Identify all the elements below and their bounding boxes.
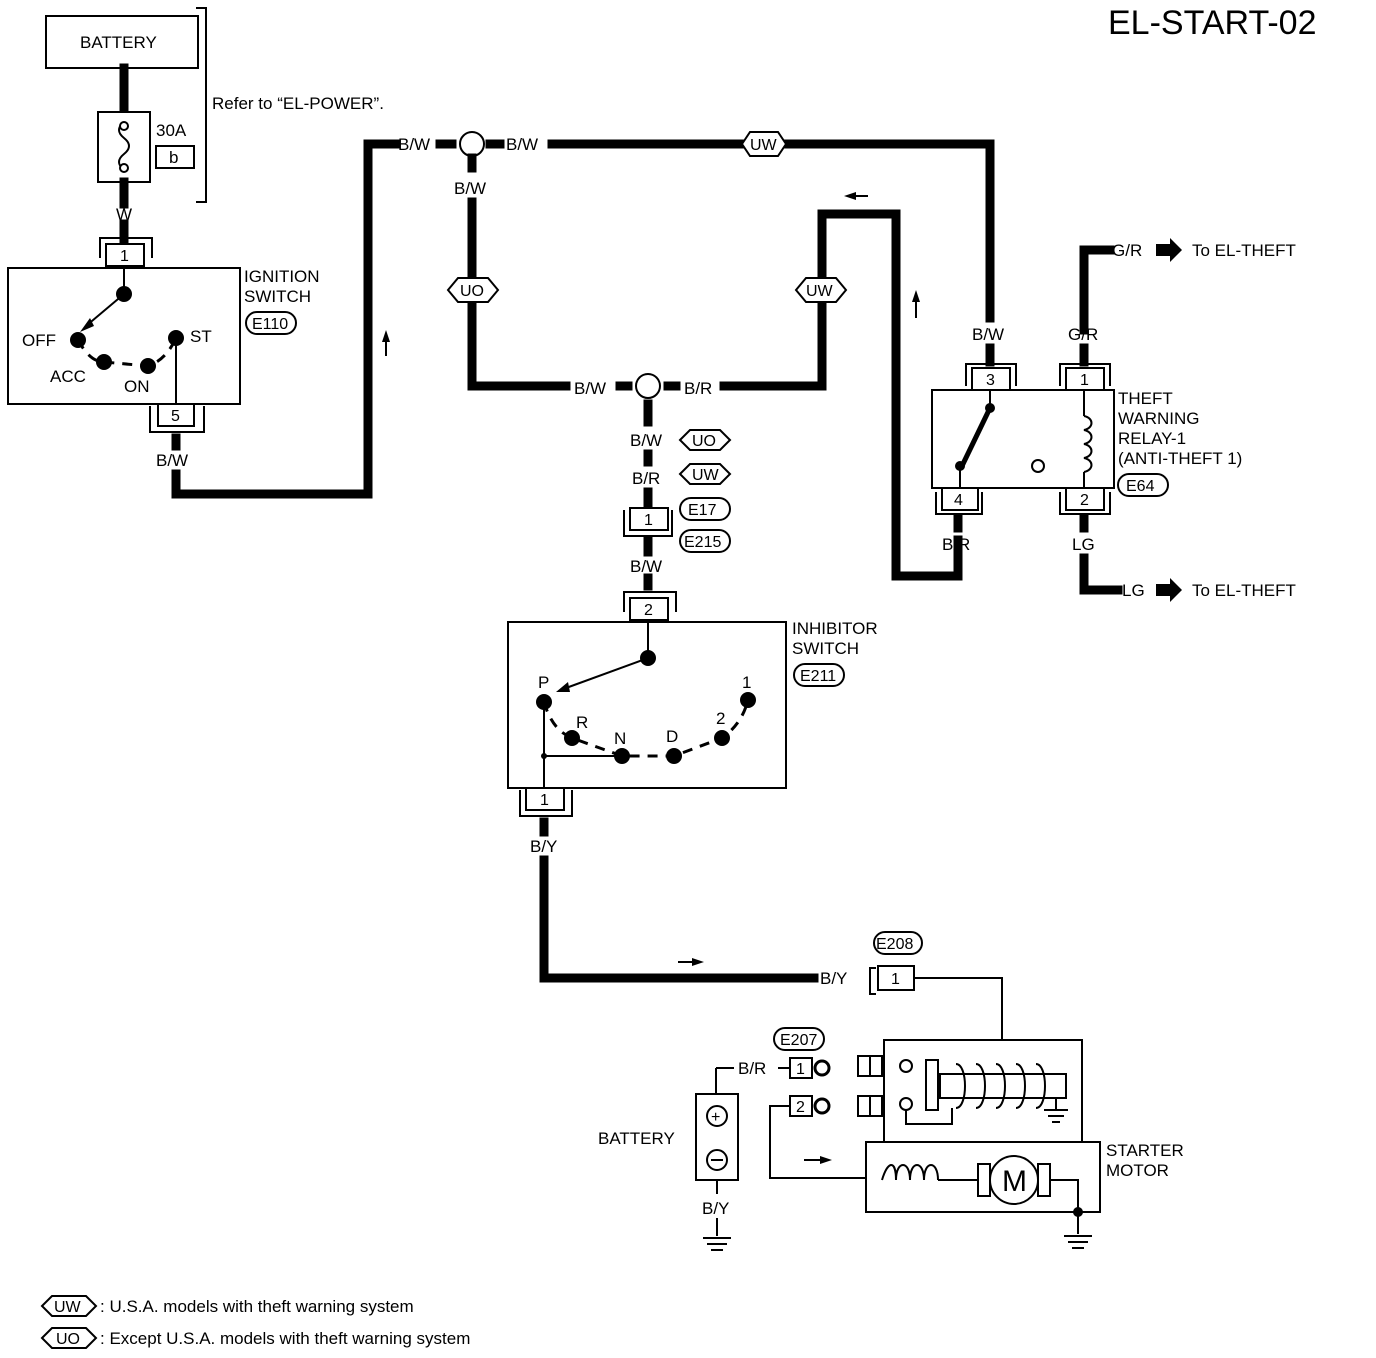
inh-pos-p: P (538, 673, 549, 692)
ign-name-2: SWITCH (244, 287, 311, 306)
ign-pos-st: ST (190, 327, 212, 346)
legend-tag-uo: UO (56, 1331, 80, 1348)
relay-pin-3: 3 (986, 372, 995, 389)
upper-joint-wire-right: B/W (506, 135, 538, 154)
starter-wire-in: B/Y (820, 969, 847, 988)
relay-out-top-wire: G/R (1112, 241, 1142, 260)
e207-pin-2: 2 (796, 1099, 805, 1116)
inh-pos-d: D (666, 727, 678, 746)
ign-pos-on: ON (124, 377, 150, 396)
ign-connector-id: E110 (252, 316, 288, 333)
inh-name-2: SWITCH (792, 639, 859, 658)
relay-name-3: RELAY-1 (1118, 429, 1186, 448)
legend-text-uo: : Except U.S.A. models with theft warnin… (100, 1329, 470, 1348)
lower-joint: B/W B/R UW B/W UO B/R UW (574, 192, 963, 581)
e208-id: E208 (876, 936, 913, 953)
e207-id: E207 (780, 1032, 817, 1049)
wire-label-w: W (116, 205, 132, 224)
inhibitor-switch: 2 P R N D 2 1 INHIBITOR SWITCH E211 1 B/… (507, 591, 878, 983)
starter-battery-wire: B/R (738, 1059, 766, 1078)
e215-id: E215 (684, 534, 721, 551)
starter-name-1: STARTER (1106, 1141, 1184, 1160)
connector-e17: 1 E17 E215 B/W (623, 497, 731, 591)
lower-wire-br: B/R (632, 469, 660, 488)
legend: UW : U.S.A. models with theft warning sy… (40, 1295, 470, 1349)
e207-pin-1: 1 (796, 1061, 805, 1078)
inh-pos-2: 2 (716, 709, 725, 728)
relay-name-1: THEFT (1118, 389, 1173, 408)
relay-wire-pin2: LG (1072, 535, 1095, 554)
legend-tag-uw: UW (54, 1299, 82, 1316)
starter-battery-label: BATTERY (598, 1129, 675, 1148)
inh-connector-id: E211 (800, 668, 836, 685)
motor-symbol: M (1002, 1165, 1027, 1198)
e208-pin: 1 (891, 971, 900, 988)
relay-pin-4: 4 (954, 492, 963, 509)
tag-uw-top: UW (750, 137, 778, 154)
refer-note: Refer to “EL-POWER”. (212, 94, 384, 113)
ign-pin-1: 1 (120, 248, 129, 265)
starter-name-2: MOTOR (1106, 1161, 1169, 1180)
main-battery-label: BATTERY (80, 33, 157, 52)
relay-wire-pin3: B/W (972, 325, 1004, 344)
lower-wire-bw: B/W (630, 431, 662, 450)
e17-wire-below: B/W (630, 557, 662, 576)
upper-joint: B/W B/W B/W UW UO (398, 131, 995, 391)
upper-joint-wire-down: B/W (454, 179, 486, 198)
tag-uo-lower: UO (692, 433, 716, 450)
lower-joint-wire-left: B/W (574, 379, 606, 398)
relay-pin-2: 2 (1080, 492, 1089, 509)
relay-out-top-text: To EL-THEFT (1192, 241, 1296, 260)
ign-wire-out: B/W (156, 451, 188, 470)
inh-name-1: INHIBITOR (792, 619, 878, 638)
page-title: EL-START-02 (1108, 4, 1316, 42)
main-battery-block: BATTERY 30A b Refer to “EL-POWER”. W (45, 7, 384, 249)
inh-pos-r: R (576, 713, 588, 732)
e17-pin: 1 (644, 512, 653, 529)
theft-warning-relay: B/W 3 G/R 1 4 2 B/R LG THEFT WARNING REL (931, 238, 1296, 602)
relay-name-4: (ANTI-THEFT 1) (1118, 449, 1242, 468)
inh-pos-n: N (614, 729, 626, 748)
relay-name-2: WARNING (1118, 409, 1200, 428)
legend-text-uw: : U.S.A. models with theft warning syste… (100, 1297, 414, 1316)
ign-pin-5: 5 (171, 408, 180, 425)
upper-joint-wire-left: B/W (398, 135, 430, 154)
ignition-switch: 1 OFF ACC ON ST IGNITION SWITCH E110 5 B… (7, 139, 401, 499)
ign-pos-acc: ACC (50, 367, 86, 386)
inh-wire-out: B/Y (530, 837, 557, 856)
tag-uw-lower: UW (692, 467, 720, 484)
relay-pin-1: 1 (1080, 372, 1089, 389)
relay-out-bottom-text: To EL-THEFT (1192, 581, 1296, 600)
fuse-box-id: b (169, 148, 178, 167)
tag-uo-left: UO (460, 283, 484, 300)
lower-joint-wire-right: B/R (684, 379, 712, 398)
svg-text:+: + (711, 1109, 720, 1126)
starter-section: B/Y E208 1 M STAR (598, 931, 1184, 1251)
relay-wire-pin4: B/R (942, 535, 970, 554)
e17-id: E17 (688, 502, 717, 519)
relay-out-bottom-wire: LG (1122, 581, 1145, 600)
starter-battery-ground-wire: B/Y (702, 1199, 729, 1218)
ign-name-1: IGNITION (244, 267, 320, 286)
inh-pin-2: 2 (644, 602, 653, 619)
fuse-rating: 30A (156, 121, 187, 140)
tag-uw-right: UW (806, 283, 834, 300)
relay-connector-id: E64 (1126, 478, 1155, 495)
inh-pos-1: 1 (742, 673, 751, 692)
inh-pin-1: 1 (540, 792, 549, 809)
ign-pos-off: OFF (22, 331, 56, 350)
